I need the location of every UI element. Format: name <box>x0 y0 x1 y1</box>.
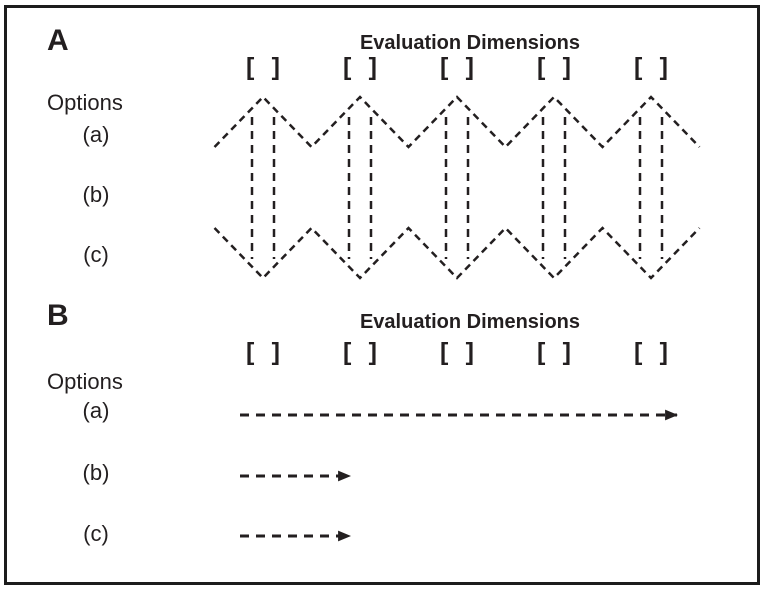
bracket-close: ] <box>562 338 571 366</box>
dimension-bracket: [] <box>634 340 668 365</box>
panel-b-label: B <box>47 299 69 332</box>
bracket-open: [ <box>246 53 255 81</box>
panel-b-option-c: (c) <box>83 521 109 546</box>
panel-b-option-a: (a) <box>82 398 110 423</box>
panel-a-option-c: (c) <box>83 242 109 267</box>
dimension-bracket: [] <box>343 340 377 365</box>
bracket-close: ] <box>368 53 377 81</box>
bracket-close: ] <box>368 338 377 366</box>
bracket-open: [ <box>537 338 546 366</box>
bracket-open: [ <box>634 53 643 81</box>
bracket-open: [ <box>343 338 352 366</box>
panel-a-label: A <box>47 24 69 57</box>
zigzag-top <box>213 95 701 149</box>
panel-a-option-b: (b) <box>82 182 110 207</box>
dimension-bracket: [] <box>440 340 474 365</box>
panel-a-option-a: (a) <box>82 122 110 147</box>
panel-b-options-label: Options <box>47 369 123 394</box>
zigzag-bottom <box>213 226 701 280</box>
panel-b-title: Evaluation Dimensions <box>359 311 581 333</box>
figure-border <box>4 5 760 585</box>
panel-b-option-b: (b) <box>82 460 110 485</box>
bracket-open: [ <box>634 338 643 366</box>
panel-a-title: Evaluation Dimensions <box>359 32 581 54</box>
panel-a-options-label: Options <box>47 90 123 115</box>
dimension-bracket: [] <box>246 55 280 80</box>
bracket-open: [ <box>440 53 449 81</box>
bracket-close: ] <box>465 338 474 366</box>
bracket-close: ] <box>562 53 571 81</box>
bracket-open: [ <box>537 53 546 81</box>
dimension-bracket: [] <box>634 55 668 80</box>
dimension-bracket: [] <box>537 55 571 80</box>
bracket-close: ] <box>271 53 280 81</box>
bracket-close: ] <box>659 338 668 366</box>
bracket-open: [ <box>440 338 449 366</box>
dimension-bracket: [] <box>537 340 571 365</box>
dimension-bracket: [] <box>246 340 280 365</box>
dimension-bracket: [] <box>343 55 377 80</box>
bracket-close: ] <box>465 53 474 81</box>
bracket-open: [ <box>343 53 352 81</box>
bracket-close: ] <box>659 53 668 81</box>
bracket-close: ] <box>271 338 280 366</box>
dimension-bracket: [] <box>440 55 474 80</box>
bracket-open: [ <box>246 338 255 366</box>
